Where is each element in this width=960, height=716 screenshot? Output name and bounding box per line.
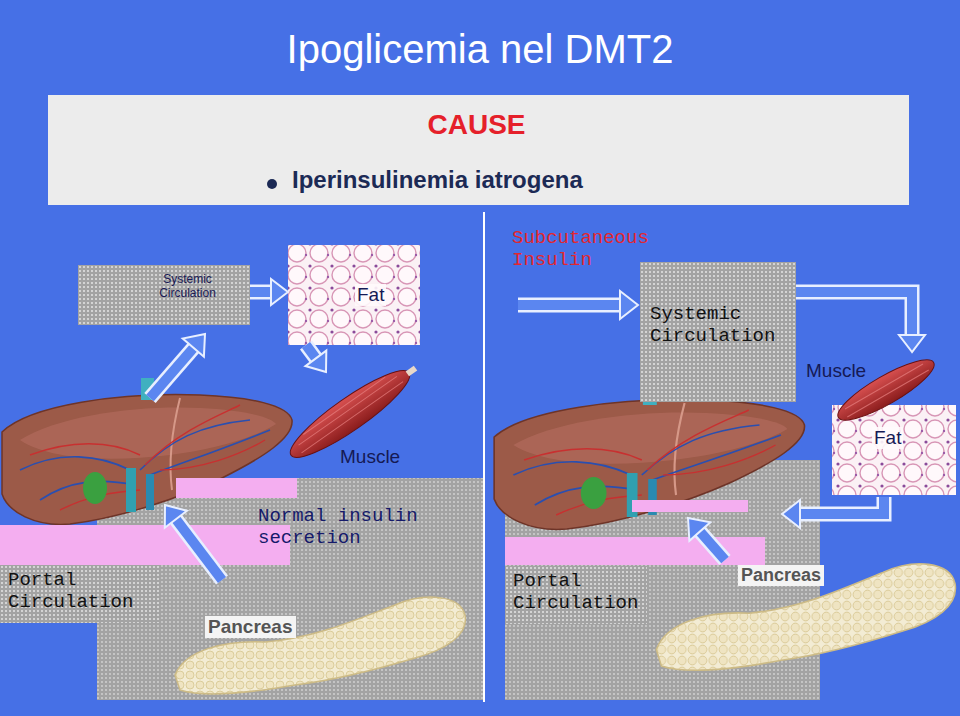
muscle-picture-part (282, 355, 425, 468)
tissue-label: Fat (872, 427, 903, 449)
block-arrow-part (150, 345, 196, 398)
muscle-picture-part-part (282, 360, 418, 469)
circulation-label: Portal Circulation (513, 571, 643, 615)
circulation-box: Systemic Circulation (640, 262, 796, 402)
block-arrow-part (798, 497, 884, 514)
block-arrow-part (697, 529, 725, 561)
circulation-label: Portal Circulation (8, 570, 148, 614)
insulin-route-label: Subcutaneous Insulin (512, 228, 687, 272)
circulation-label: Systemic Circulation (140, 273, 235, 301)
block-arrow-part (620, 291, 638, 319)
portal-bars-part (176, 478, 297, 498)
block-arrow-part (183, 334, 205, 357)
circulation-box: Portal Circulation (505, 566, 647, 624)
pancreas-picture-part (656, 564, 955, 670)
cause-item: Iperinsulinemia iatrogena (292, 166, 583, 194)
tissue-picture: Muscle (278, 372, 420, 472)
portal-bars (0, 478, 765, 565)
circulation-label: Systemic Circulation (650, 304, 790, 348)
block-arrow-part (150, 345, 196, 398)
block-arrow-part (518, 298, 624, 313)
block-arrow-part (782, 500, 800, 528)
tissue-label: Fat (355, 284, 386, 306)
organ-picture: Pancreas (165, 580, 470, 700)
organ-label: Pancreas (738, 565, 824, 586)
fat-tissue-picture (288, 245, 956, 495)
portal-bars-part (632, 500, 748, 512)
flow-arrow (796, 292, 925, 352)
block-arrow-part (174, 516, 223, 580)
background-panels-part (483, 212, 485, 702)
arrow-head (305, 351, 326, 372)
cause-heading: CAUSE (48, 109, 905, 141)
flow-arrow (305, 345, 326, 372)
circulation-box: Portal Circulation (0, 565, 160, 623)
block-arrow-part (688, 518, 710, 541)
cause-box: CAUSE Iperinsulinemia iatrogena (48, 95, 909, 205)
arrow-head (899, 335, 925, 352)
liver-illustration-part (494, 383, 804, 529)
block-arrow-part (174, 516, 223, 580)
organ-label: Pancreas (205, 616, 296, 638)
fat-tissue-picture-part (288, 245, 420, 345)
block-arrow-part (165, 505, 187, 528)
circulation-box: Systemic Circulation (78, 265, 250, 325)
muscle-picture (282, 350, 941, 468)
arrow-head (271, 279, 288, 305)
secretion-label: Normal insulin secretion (258, 506, 433, 550)
muscle-picture-part-part (293, 370, 403, 453)
muscle-picture-part-part (406, 366, 418, 377)
arrow-outline (796, 292, 912, 340)
tissue-picture: Fat (832, 405, 956, 495)
block-arrow (150, 291, 884, 580)
block-arrow-part (697, 529, 725, 561)
block-arrow-part (798, 497, 884, 514)
liver-illustration-part (2, 378, 292, 524)
tissue-label: Muscle (806, 360, 866, 382)
tissue-label: Muscle (340, 446, 400, 468)
portal-bars-part (0, 525, 290, 565)
tissue-picture: Muscle (806, 352, 938, 428)
tissue-picture: Fat (288, 245, 420, 345)
bullet-dot (267, 179, 277, 189)
arrow-shaft (796, 292, 912, 340)
flow-arrow (250, 279, 288, 305)
block-arrow-part (518, 300, 624, 310)
slide-title: Ipoglicemia nel DMT2 (0, 26, 960, 72)
pancreas-picture-part (175, 597, 465, 694)
organ-picture: Pancreas (646, 545, 956, 680)
pancreas-picture (175, 564, 955, 694)
